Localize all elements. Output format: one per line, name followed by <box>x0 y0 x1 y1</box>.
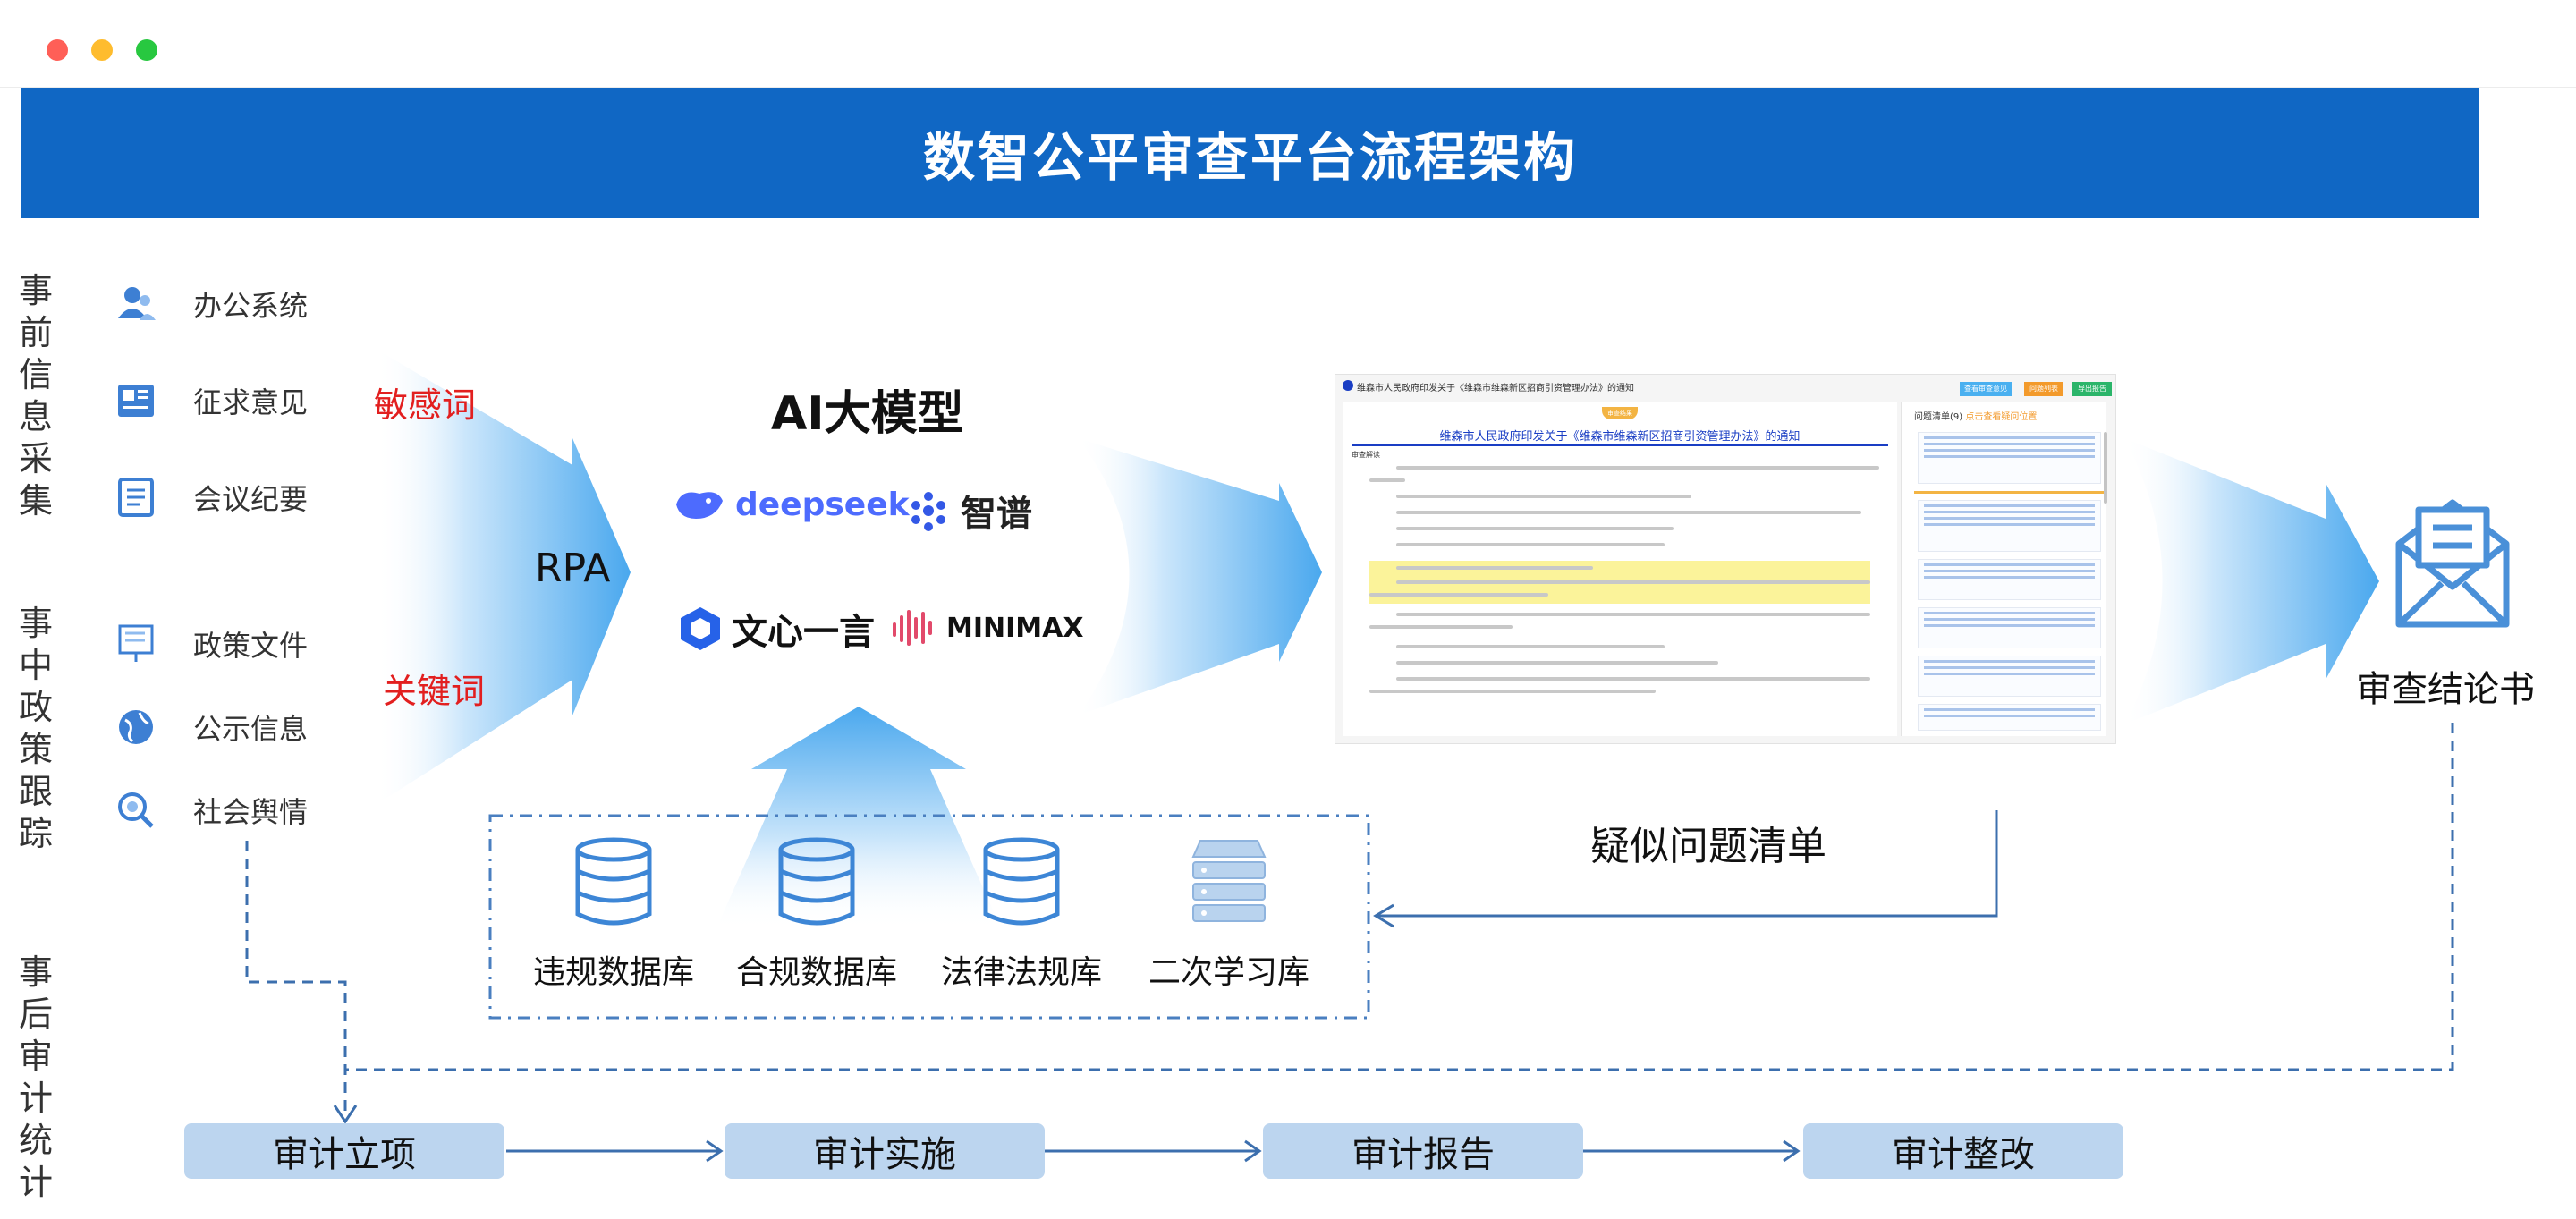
audit-step-label: 审计报告 <box>1352 1134 1495 1175</box>
issue-divider <box>1914 491 2106 494</box>
learning-database: 二次学习库 <box>1148 837 1309 993</box>
deepseek-logo: deepseek <box>673 485 910 524</box>
compliance-database: 合规数据库 <box>736 837 897 993</box>
audit-step-implement: 审计实施 <box>724 1123 1045 1179</box>
close-window-button[interactable] <box>47 39 68 61</box>
source-label: 公示信息 <box>193 712 309 746</box>
issue-card[interactable] <box>1918 607 2101 648</box>
issue-card[interactable] <box>1918 432 2101 484</box>
wenxin-logo: 文心一言 <box>678 603 875 655</box>
audit-step-label: 审计整改 <box>1892 1134 2035 1175</box>
issue-panel-scrollbar[interactable] <box>2104 432 2107 504</box>
window-titlebar <box>0 0 2576 88</box>
source-office-system: 办公系统 <box>113 277 308 331</box>
database-label: 违规数据库 <box>532 954 694 991</box>
envelope-icon <box>2395 499 2510 628</box>
globe-icon <box>119 710 153 744</box>
issue-list-button[interactable]: 问题列表 <box>2024 382 2063 396</box>
rpa-label: RPA <box>535 546 611 591</box>
phase-label-post: 事后审计统计 <box>18 952 53 1202</box>
page-title-banner: 数智公平审查平台流程架构 <box>21 88 2479 218</box>
view-opinion-button[interactable]: 查看审查意见 <box>1960 382 2012 396</box>
arrow-review-to-result <box>2124 438 2379 724</box>
model-name: MINIMAX <box>946 612 1084 644</box>
sensitive-words-label: 敏感词 <box>374 385 477 425</box>
review-badge: 审查结果 <box>1602 407 1638 419</box>
source-label: 政策文件 <box>193 629 309 663</box>
issue-card[interactable] <box>1918 704 2101 731</box>
model-name: deepseek <box>735 486 910 523</box>
issue-panel-title: 问题清单(9) 点击查看疑问位置 <box>1914 412 2038 422</box>
audit-step-project: 审计立项 <box>184 1123 504 1179</box>
app-logo-icon <box>1343 380 1353 391</box>
source-label: 征求意见 <box>193 385 309 419</box>
database-label: 二次学习库 <box>1148 954 1309 991</box>
arrow-ai-to-review <box>1078 438 1322 715</box>
zhipu-logo: 智谱 <box>905 485 1032 537</box>
ai-model-title: AI大模型 <box>771 387 964 441</box>
doc-heading: 维森市人民政府印发关于《维森市维森新区招商引资管理办法》的通知 <box>1439 430 1801 444</box>
newspaper-icon <box>118 385 154 417</box>
export-report-button[interactable]: 导出报告 <box>2072 382 2112 396</box>
source-policy-files: 政策文件 <box>113 617 308 671</box>
database-icon <box>575 837 652 926</box>
issue-card[interactable] <box>1918 656 2101 697</box>
users-icon <box>118 287 156 320</box>
audit-step-rectify: 审计整改 <box>1803 1123 2123 1179</box>
review-result-label: 审查结论书 <box>2356 669 2535 710</box>
dots-icon <box>911 492 945 531</box>
wave-icon <box>893 610 932 646</box>
doc-section-title: 审查解读 <box>1352 451 1380 459</box>
cube-icon <box>681 607 720 650</box>
audit-step-label: 审计实施 <box>813 1134 956 1175</box>
source-label: 会议纪要 <box>193 482 309 516</box>
doc-window-title: 维森市人民政府印发关于《维森市维森新区招商引资管理办法》的通知 <box>1357 384 1634 394</box>
suspect-list-label: 疑似问题清单 <box>1590 824 1826 869</box>
database-icon <box>778 837 855 926</box>
model-name: 智谱 <box>961 494 1032 535</box>
model-name: 文心一言 <box>732 612 875 653</box>
notebook-icon <box>118 478 154 517</box>
phase-label-mid: 事中政策跟踪 <box>18 604 53 853</box>
page-title: 数智公平审查平台流程架构 <box>922 127 1578 188</box>
keywords-label: 关键词 <box>383 672 486 711</box>
maximize-window-button[interactable] <box>136 39 157 61</box>
violation-database: 违规数据库 <box>533 837 694 993</box>
phase-label-pre: 事前信息采集 <box>18 271 53 521</box>
database-label: 法律法规库 <box>940 954 1102 991</box>
presentation-icon <box>118 624 154 662</box>
minimize-window-button[interactable] <box>91 39 113 61</box>
heading-divider <box>1352 444 1888 446</box>
whale-icon <box>676 492 723 519</box>
issue-card[interactable] <box>1918 559 2101 600</box>
server-icon <box>1191 840 1267 922</box>
arrow-collect-to-ai <box>376 349 631 805</box>
review-document-preview[interactable]: 维森市人民政府印发关于《维森市维森新区招商引资管理办法》的通知 查看审查意见 问… <box>1335 374 2116 744</box>
minimax-logo: MINIMAX <box>891 608 1084 648</box>
audit-step-label: 审计立项 <box>273 1134 416 1175</box>
source-public-info: 公示信息 <box>113 700 308 754</box>
source-label: 办公系统 <box>193 289 309 323</box>
issue-card[interactable] <box>1918 500 2101 552</box>
database-icon <box>983 837 1060 926</box>
issue-panel: 问题清单(9) 点击查看疑问位置 <box>1901 402 2107 736</box>
source-opinion: 征求意见 <box>113 374 308 427</box>
magnifier-icon <box>118 792 154 828</box>
database-group-box <box>488 814 1370 1020</box>
source-minutes: 会议纪要 <box>113 470 308 524</box>
source-public-opinion: 社会舆情 <box>113 783 308 837</box>
source-label: 社会舆情 <box>193 795 309 829</box>
doc-content: 审查结果 维森市人民政府印发关于《维森市维森新区招商引资管理办法》的通知 审查解… <box>1343 402 1897 736</box>
audit-step-report: 审计报告 <box>1263 1123 1583 1179</box>
law-database: 法律法规库 <box>941 837 1102 993</box>
database-label: 合规数据库 <box>735 954 897 991</box>
